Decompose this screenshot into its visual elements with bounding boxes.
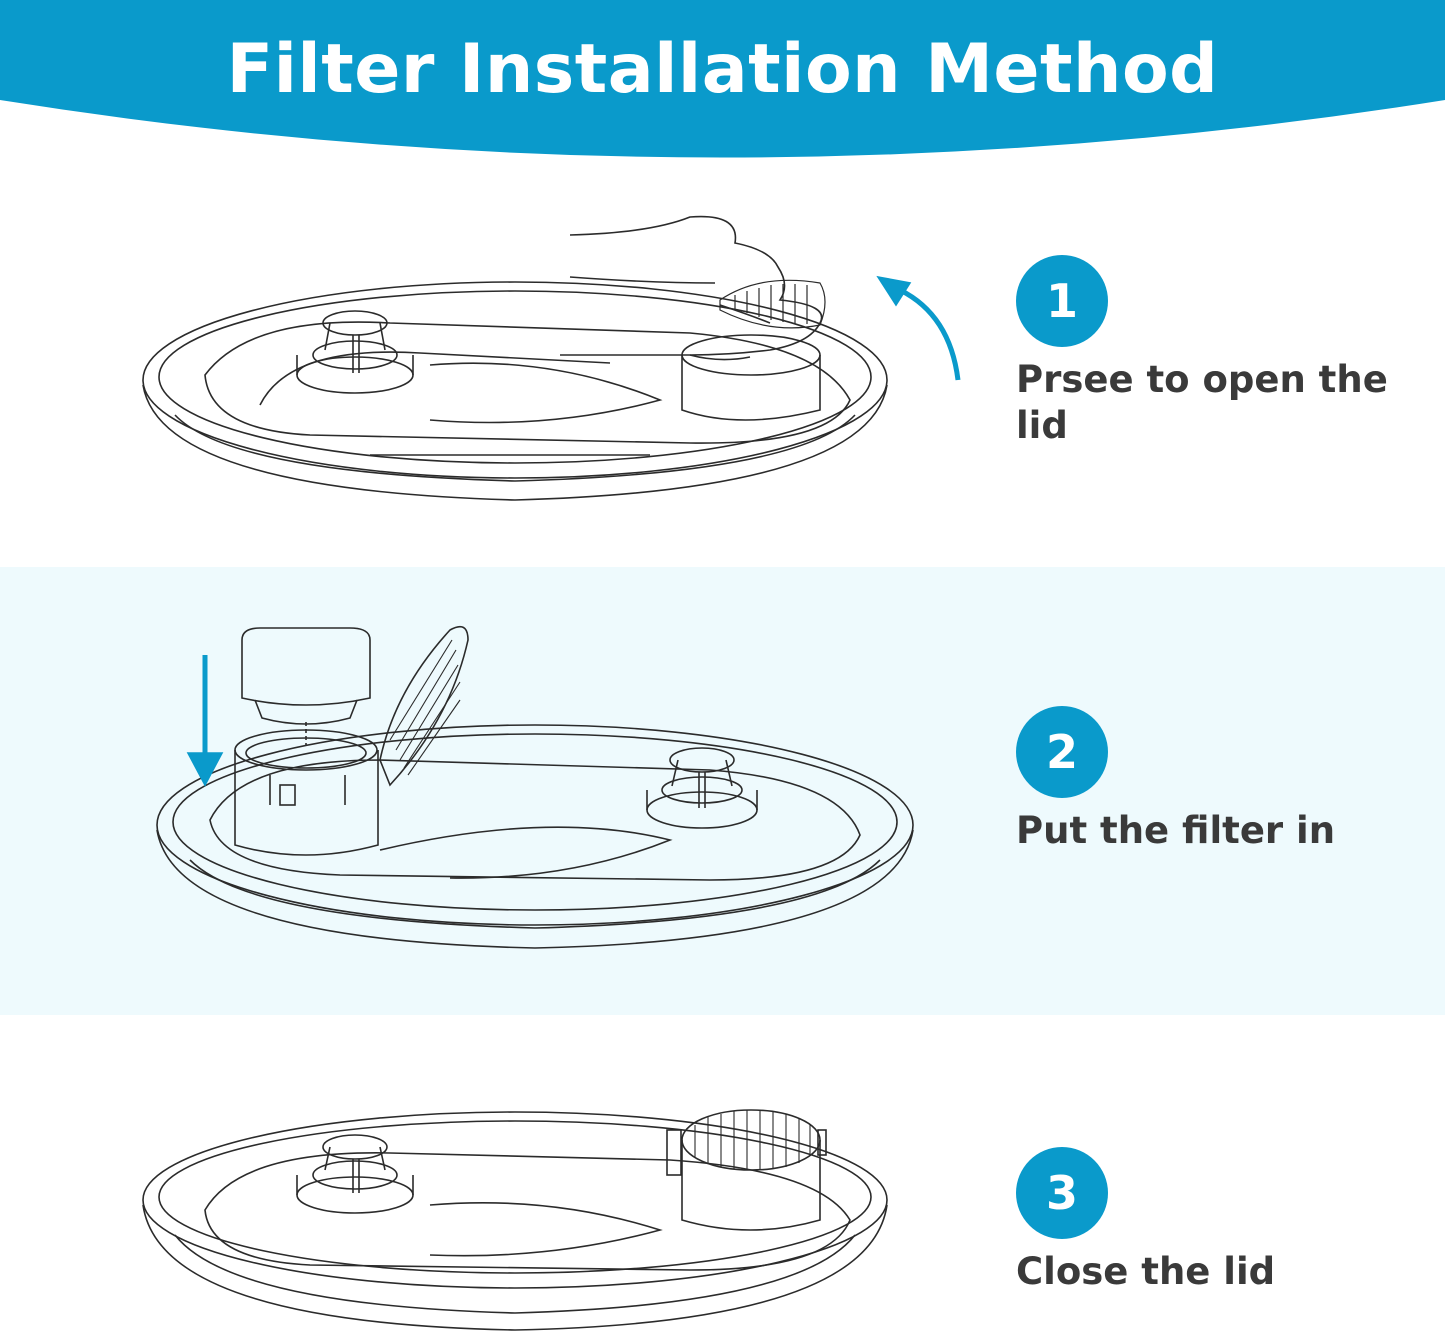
step-3-text: Close the lid (1016, 1250, 1276, 1293)
step-1: 1 Prsee to open the lid (1016, 255, 1416, 449)
page-title: Filter Installation Method (226, 30, 1219, 109)
step-1-illustration (142, 215, 961, 501)
step-3-number: 3 (1016, 1147, 1108, 1239)
step-2-background (0, 567, 1445, 1015)
step-3: 3 Close the lid (1016, 1147, 1416, 1295)
step-2-illustration (156, 625, 914, 949)
step-2-text: Put the filter in (1016, 809, 1336, 852)
step-2-number: 2 (1016, 706, 1108, 798)
step-1-text: Prsee to open the lid (1016, 358, 1388, 447)
step-3-illustration (142, 1109, 888, 1331)
step-1-number: 1 (1016, 255, 1108, 347)
title-banner (0, 0, 1445, 158)
step-2: 2 Put the filter in (1016, 706, 1416, 854)
